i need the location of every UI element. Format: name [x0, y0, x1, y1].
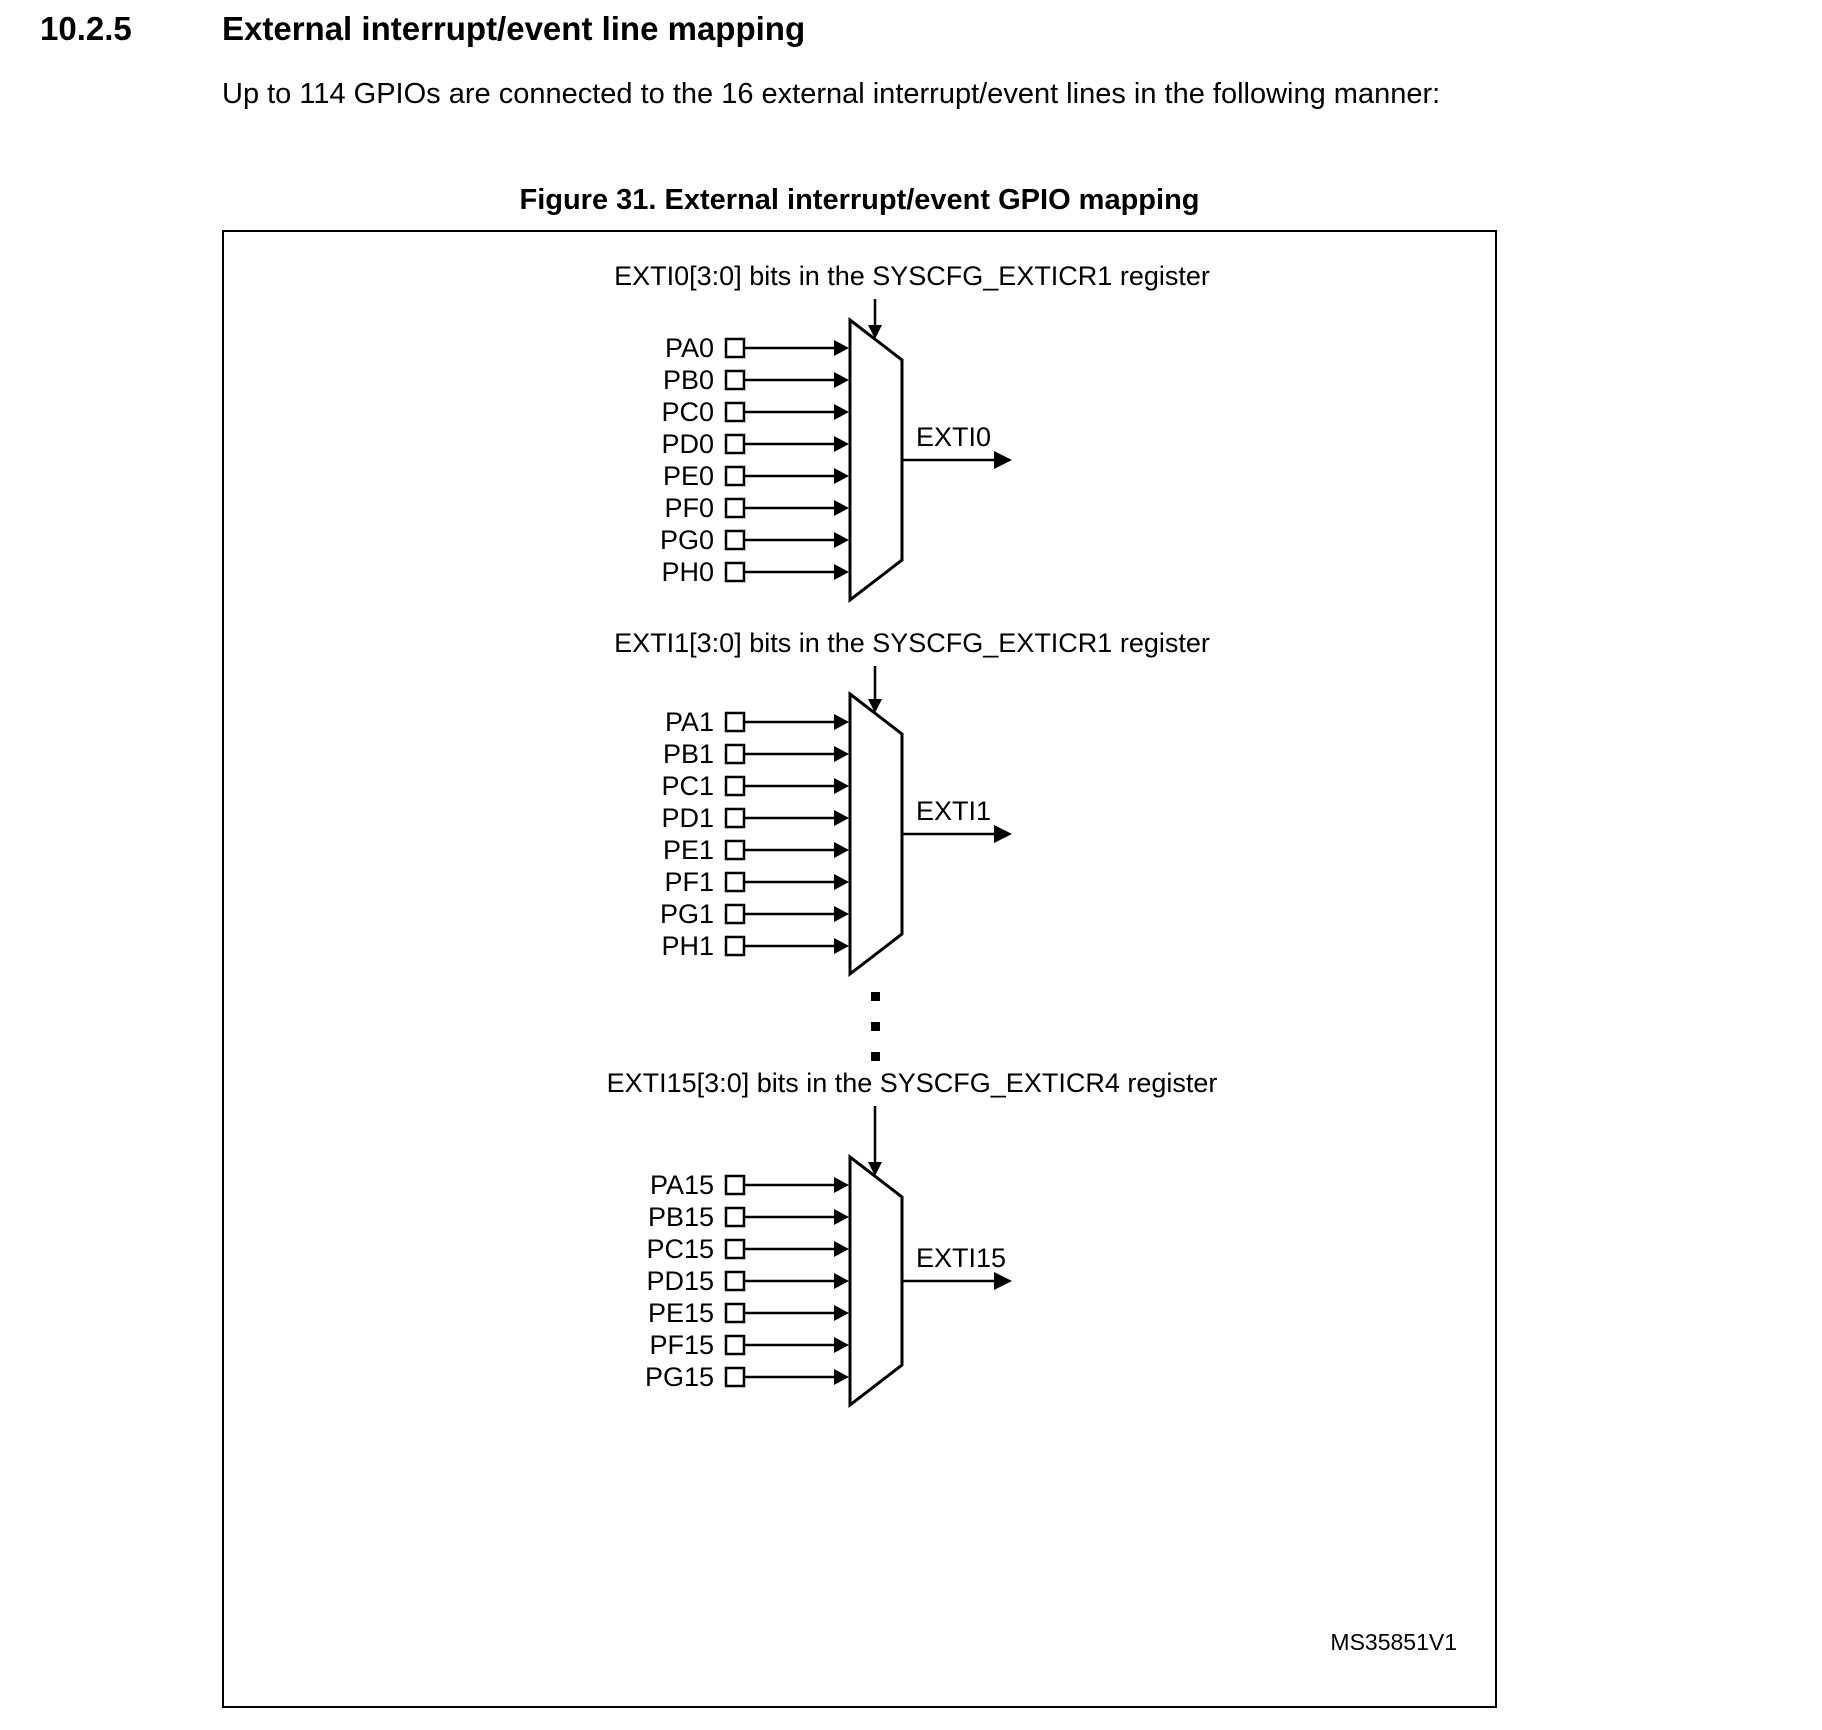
- select-arrowhead: [868, 325, 882, 339]
- pin-label: PB0: [663, 365, 714, 395]
- pin-label: PF0: [664, 493, 714, 523]
- pin-arrowhead: [834, 778, 849, 794]
- pin-terminal: [724, 903, 746, 925]
- pin-arrowhead: [834, 1177, 849, 1193]
- pin-terminal: [724, 1366, 746, 1388]
- body-paragraph: Up to 114 GPIOs are connected to the 16 …: [222, 78, 1441, 110]
- pin-label: PC0: [661, 397, 714, 427]
- pin-arrowhead: [834, 436, 849, 452]
- pin-label: PE15: [648, 1298, 714, 1328]
- mux-shape: [848, 1153, 904, 1409]
- pin-arrowhead: [834, 810, 849, 826]
- pin-label: PF15: [649, 1330, 714, 1360]
- pin-arrowhead: [834, 340, 849, 356]
- register-label: EXTI0[3:0] bits in the SYSCFG_EXTICR1 re…: [614, 261, 1210, 291]
- pin-label: PD0: [661, 429, 714, 459]
- ellipsis-dot: [871, 1052, 880, 1061]
- pin-label: PA1: [665, 707, 714, 737]
- output-arrowhead: [994, 1272, 1012, 1290]
- select-arrowhead: [868, 699, 882, 713]
- mux-shape: [848, 316, 904, 604]
- pin-label: PG15: [645, 1362, 714, 1392]
- pin-terminal: [724, 711, 746, 733]
- section-title: External interrupt/event line mapping: [222, 10, 806, 47]
- figure-code: MS35851V1: [1330, 1629, 1457, 1655]
- pin-label: PB15: [648, 1202, 714, 1232]
- pin-arrowhead: [834, 842, 849, 858]
- pin-arrowhead: [834, 564, 849, 580]
- pin-label: PG1: [660, 899, 714, 929]
- pin-label: PE0: [663, 461, 714, 491]
- pin-label: PG0: [660, 525, 714, 555]
- pin-label: PE1: [663, 835, 714, 865]
- output-label: EXTI0: [916, 422, 991, 452]
- pin-label: PA15: [650, 1170, 714, 1200]
- pin-arrowhead: [834, 1273, 849, 1289]
- pin-arrowhead: [834, 938, 849, 954]
- pin-label: PA0: [665, 333, 714, 363]
- output-arrowhead: [994, 451, 1012, 469]
- figure-caption: Figure 31. External interrupt/event GPIO…: [519, 184, 1200, 216]
- pin-terminal: [724, 337, 746, 359]
- figure-box: EXTI0[3:0] bits in the SYSCFG_EXTICR1 re…: [222, 230, 1497, 1708]
- pin-label: PC1: [661, 771, 714, 801]
- pin-label: PC15: [646, 1234, 714, 1264]
- pin-arrowhead: [834, 746, 849, 762]
- pin-terminal: [724, 465, 746, 487]
- pin-arrowhead: [834, 468, 849, 484]
- pin-terminal: [724, 1238, 746, 1260]
- pin-arrowhead: [834, 372, 849, 388]
- pin-terminal: [724, 1174, 746, 1196]
- pin-terminal: [724, 1270, 746, 1292]
- register-label: EXTI1[3:0] bits in the SYSCFG_EXTICR1 re…: [614, 628, 1210, 658]
- pin-label: PD1: [661, 803, 714, 833]
- pin-terminal: [724, 497, 746, 519]
- pin-arrowhead: [834, 404, 849, 420]
- pin-label: PF1: [664, 867, 714, 897]
- pin-arrowhead: [834, 1305, 849, 1321]
- pin-label: PH0: [661, 557, 714, 587]
- pin-terminal: [724, 807, 746, 829]
- output-label: EXTI15: [916, 1243, 1006, 1273]
- ellipsis-dot: [871, 992, 880, 1001]
- pin-arrowhead: [834, 1369, 849, 1385]
- output-label: EXTI1: [916, 796, 991, 826]
- output-arrowhead: [994, 825, 1012, 843]
- mux-shape: [848, 690, 904, 978]
- pin-terminal: [724, 433, 746, 455]
- pin-label: PB1: [663, 739, 714, 769]
- pin-arrowhead: [834, 1241, 849, 1257]
- mux-diagram: EXTI0[3:0] bits in the SYSCFG_EXTICR1 re…: [607, 261, 1218, 1409]
- register-label: EXTI15[3:0] bits in the SYSCFG_EXTICR4 r…: [607, 1068, 1218, 1098]
- pin-terminal: [724, 369, 746, 391]
- pin-terminal: [724, 401, 746, 423]
- pin-arrowhead: [834, 874, 849, 890]
- pin-arrowhead: [834, 906, 849, 922]
- pin-arrowhead: [834, 1209, 849, 1225]
- pin-terminal: [724, 871, 746, 893]
- pin-terminal: [724, 1302, 746, 1324]
- pin-arrowhead: [834, 1337, 849, 1353]
- select-arrowhead: [868, 1162, 882, 1176]
- pin-terminal: [724, 1334, 746, 1356]
- ellipsis-dot: [871, 1022, 880, 1031]
- pin-terminal: [724, 775, 746, 797]
- pin-arrowhead: [834, 500, 849, 516]
- pin-terminal: [724, 1206, 746, 1228]
- pin-arrowhead: [834, 714, 849, 730]
- pin-terminal: [724, 743, 746, 765]
- section-number: 10.2.5: [40, 10, 132, 47]
- pin-terminal: [724, 839, 746, 861]
- pin-terminal: [724, 529, 746, 551]
- pin-label: PD15: [646, 1266, 714, 1296]
- pin-terminal: [724, 935, 746, 957]
- pin-label: PH1: [661, 931, 714, 961]
- pin-arrowhead: [834, 532, 849, 548]
- pin-terminal: [724, 561, 746, 583]
